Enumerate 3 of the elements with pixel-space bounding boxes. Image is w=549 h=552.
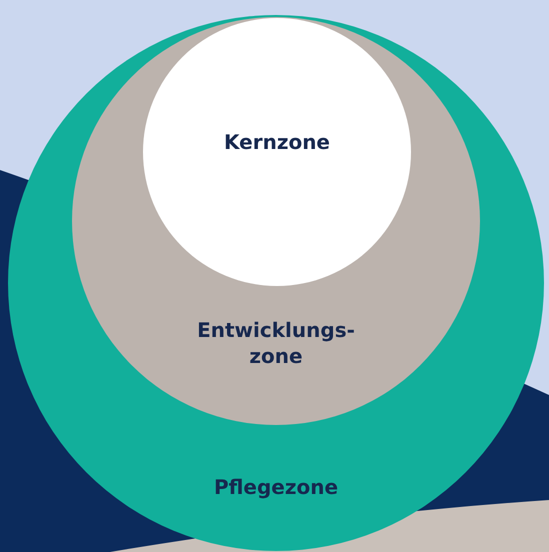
zone-label: Kernzone	[223, 129, 331, 155]
zone-label: Entwicklungs- zone	[196, 317, 356, 369]
zone-label: Pflegezone	[212, 474, 340, 500]
